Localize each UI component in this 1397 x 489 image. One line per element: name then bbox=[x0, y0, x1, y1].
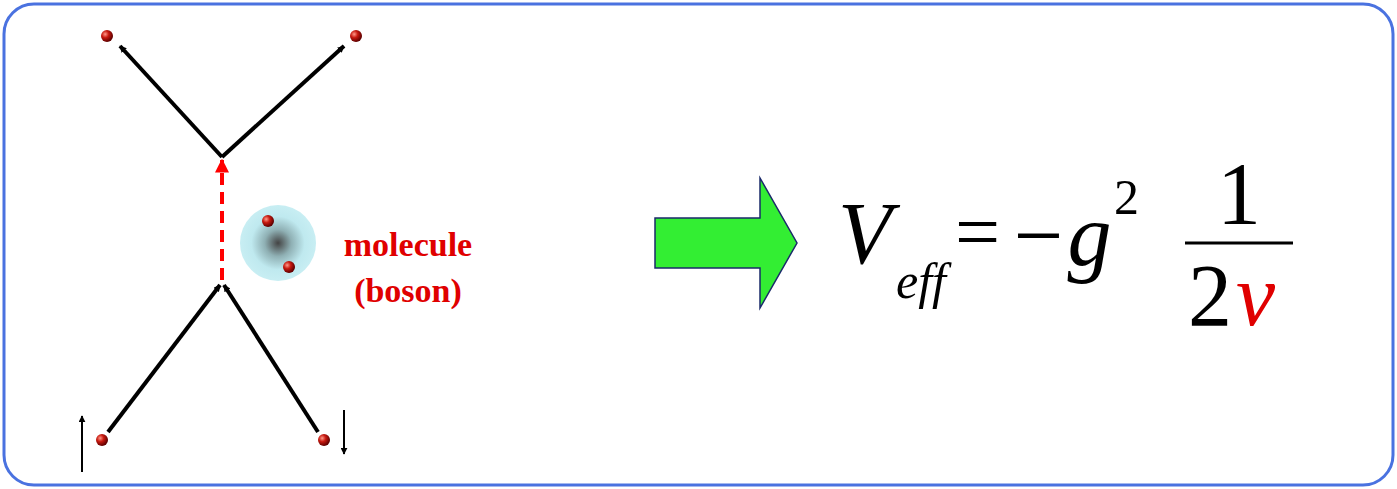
particle bbox=[283, 261, 295, 273]
particle bbox=[262, 215, 274, 227]
block-arrow bbox=[655, 178, 797, 308]
boson-propagator bbox=[220, 160, 224, 280]
formula-operator: = bbox=[955, 192, 1000, 272]
formula-symbol: ν bbox=[1236, 252, 1275, 340]
particle-line bbox=[222, 46, 344, 157]
formula-numerator: 1 bbox=[1217, 150, 1261, 238]
particle bbox=[318, 434, 330, 446]
formula-symbol: V bbox=[838, 190, 892, 278]
molecule-label: molecule (boson) bbox=[318, 222, 498, 314]
particle-line bbox=[224, 285, 318, 432]
formula-exponent: 2 bbox=[1114, 172, 1139, 222]
molecule bbox=[240, 205, 316, 281]
formula-subscript: eff bbox=[896, 256, 946, 306]
fraction-bar bbox=[1185, 242, 1293, 245]
spin-up-arrow bbox=[81, 416, 83, 472]
spin-down-arrow bbox=[343, 410, 345, 454]
particle bbox=[96, 434, 108, 446]
particle bbox=[350, 30, 362, 42]
formula-denominator: 2 bbox=[1188, 252, 1232, 340]
particle bbox=[101, 30, 113, 42]
particle-line bbox=[120, 46, 222, 157]
frame bbox=[4, 4, 1393, 485]
particle-line bbox=[108, 285, 220, 432]
formula-symbol: −g bbox=[1008, 192, 1111, 280]
